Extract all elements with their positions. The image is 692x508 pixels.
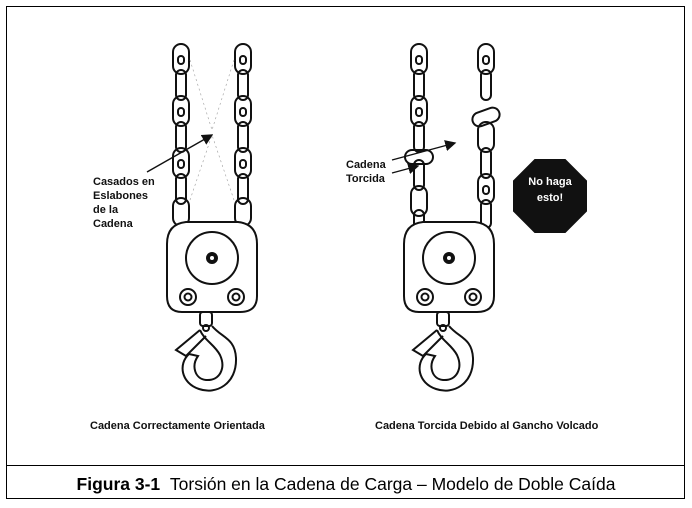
left-chain-hoist xyxy=(166,43,258,392)
figure-caption: Figura 3-1 Torsión en la Cadena de Carga… xyxy=(0,474,692,495)
right-annotation-arrow-upper xyxy=(391,140,457,161)
left-caption: Cadena Correctamente Orientada xyxy=(90,420,265,432)
left-annotation-label: Casados en Eslabones de la Cadena xyxy=(93,176,155,230)
right-annotation-label: Cadena Torcida xyxy=(346,159,386,185)
warning-stop-sign xyxy=(513,159,587,233)
figure-frame xyxy=(6,6,685,499)
right-caption: Cadena Torcida Debido al Gancho Volcado xyxy=(375,420,599,432)
figure-number: Figura 3-1 xyxy=(76,474,161,494)
right-chain-strand-b xyxy=(471,43,501,229)
warning-sign-text: No haga esto! xyxy=(528,176,572,204)
left-chain-strand-a xyxy=(172,43,190,227)
caption-divider xyxy=(6,465,685,466)
right-chain-hoist xyxy=(403,43,501,392)
right-chain-strand-a xyxy=(404,43,434,229)
left-annotation-arrow xyxy=(146,134,214,173)
figure-title: Torsión en la Cadena de Carga – Modelo d… xyxy=(169,474,616,494)
left-chain-strand-b xyxy=(234,43,252,227)
right-annotation-arrow-lower xyxy=(391,163,420,174)
